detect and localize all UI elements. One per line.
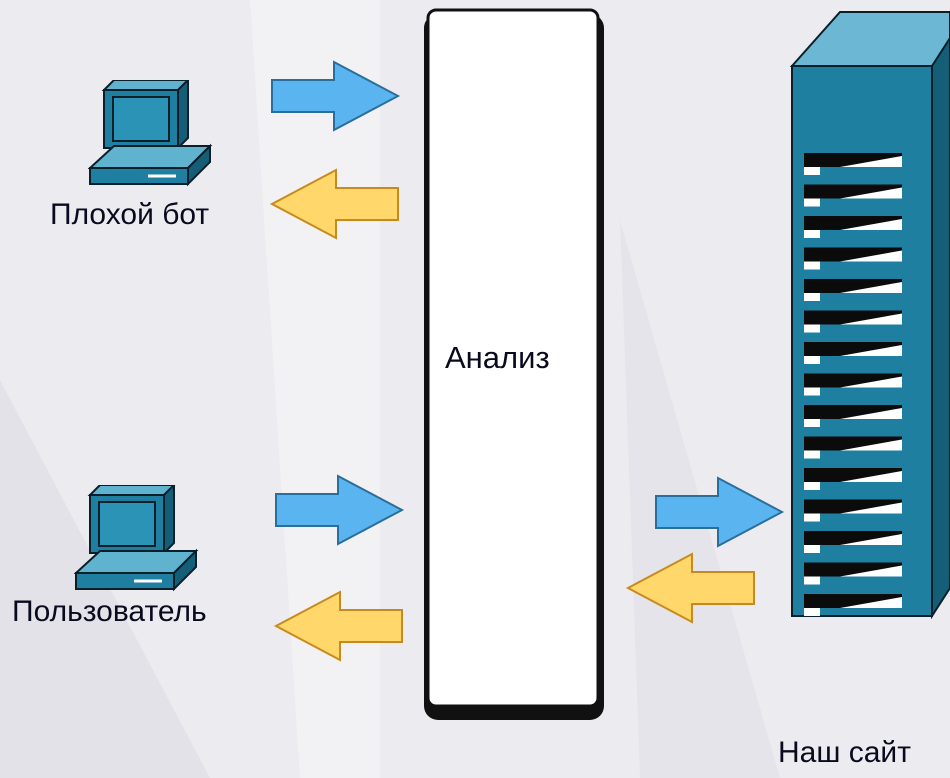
server-slot-shade xyxy=(804,184,902,199)
server-slot-shade xyxy=(804,342,902,356)
server-slot-tab xyxy=(804,608,820,616)
server-slot-tab xyxy=(804,387,820,396)
server-slot-shade xyxy=(804,216,902,230)
site-response-arrow xyxy=(625,552,755,624)
server-slot-tab xyxy=(804,324,820,333)
user-computer-icon xyxy=(74,485,199,592)
server-slot-tab xyxy=(804,482,820,490)
server-slot-shade xyxy=(804,279,902,293)
server-slot-shade xyxy=(804,310,902,325)
server-slot-tab xyxy=(804,230,820,238)
analysis-label: Анализ xyxy=(445,340,550,375)
analysis-box xyxy=(424,8,604,720)
bad-bot-label: Плохой бот xyxy=(50,198,210,231)
server-slot-shade xyxy=(804,531,902,545)
server-slot-shade xyxy=(804,594,902,608)
server-slot-tab xyxy=(804,450,820,459)
bad-bot-computer-icon xyxy=(88,80,213,187)
server-slot-tab xyxy=(804,513,820,522)
site-label: Наш сайт xyxy=(778,736,911,769)
server-slot-shade xyxy=(804,436,902,451)
server-slot-shade xyxy=(804,153,902,167)
server-slot-tab xyxy=(804,419,820,427)
server-slot-shade xyxy=(804,499,902,514)
user-request-arrow xyxy=(275,474,405,546)
server-slot-tab xyxy=(804,167,820,175)
site-request-arrow xyxy=(655,476,785,548)
server-slot-tab xyxy=(804,545,820,553)
server-slot-shade xyxy=(804,247,902,262)
server-slot-shade xyxy=(804,562,902,577)
user-response-arrow xyxy=(273,590,403,662)
server-slot-tab xyxy=(804,198,820,207)
server-slots xyxy=(804,153,902,616)
server-slot-shade xyxy=(804,405,902,419)
server-slot-tab xyxy=(804,356,820,364)
server-slot-tab xyxy=(804,293,820,301)
bad-bot-response-arrow xyxy=(269,168,399,240)
server-slot-tab xyxy=(804,261,820,270)
user-label: Пользователь xyxy=(12,595,207,628)
bad-bot-request-arrow xyxy=(271,60,401,132)
server-rack-icon xyxy=(789,11,950,620)
server-slot-shade xyxy=(804,373,902,388)
server-slot-shade xyxy=(804,468,902,482)
server-slot-tab xyxy=(804,576,820,585)
